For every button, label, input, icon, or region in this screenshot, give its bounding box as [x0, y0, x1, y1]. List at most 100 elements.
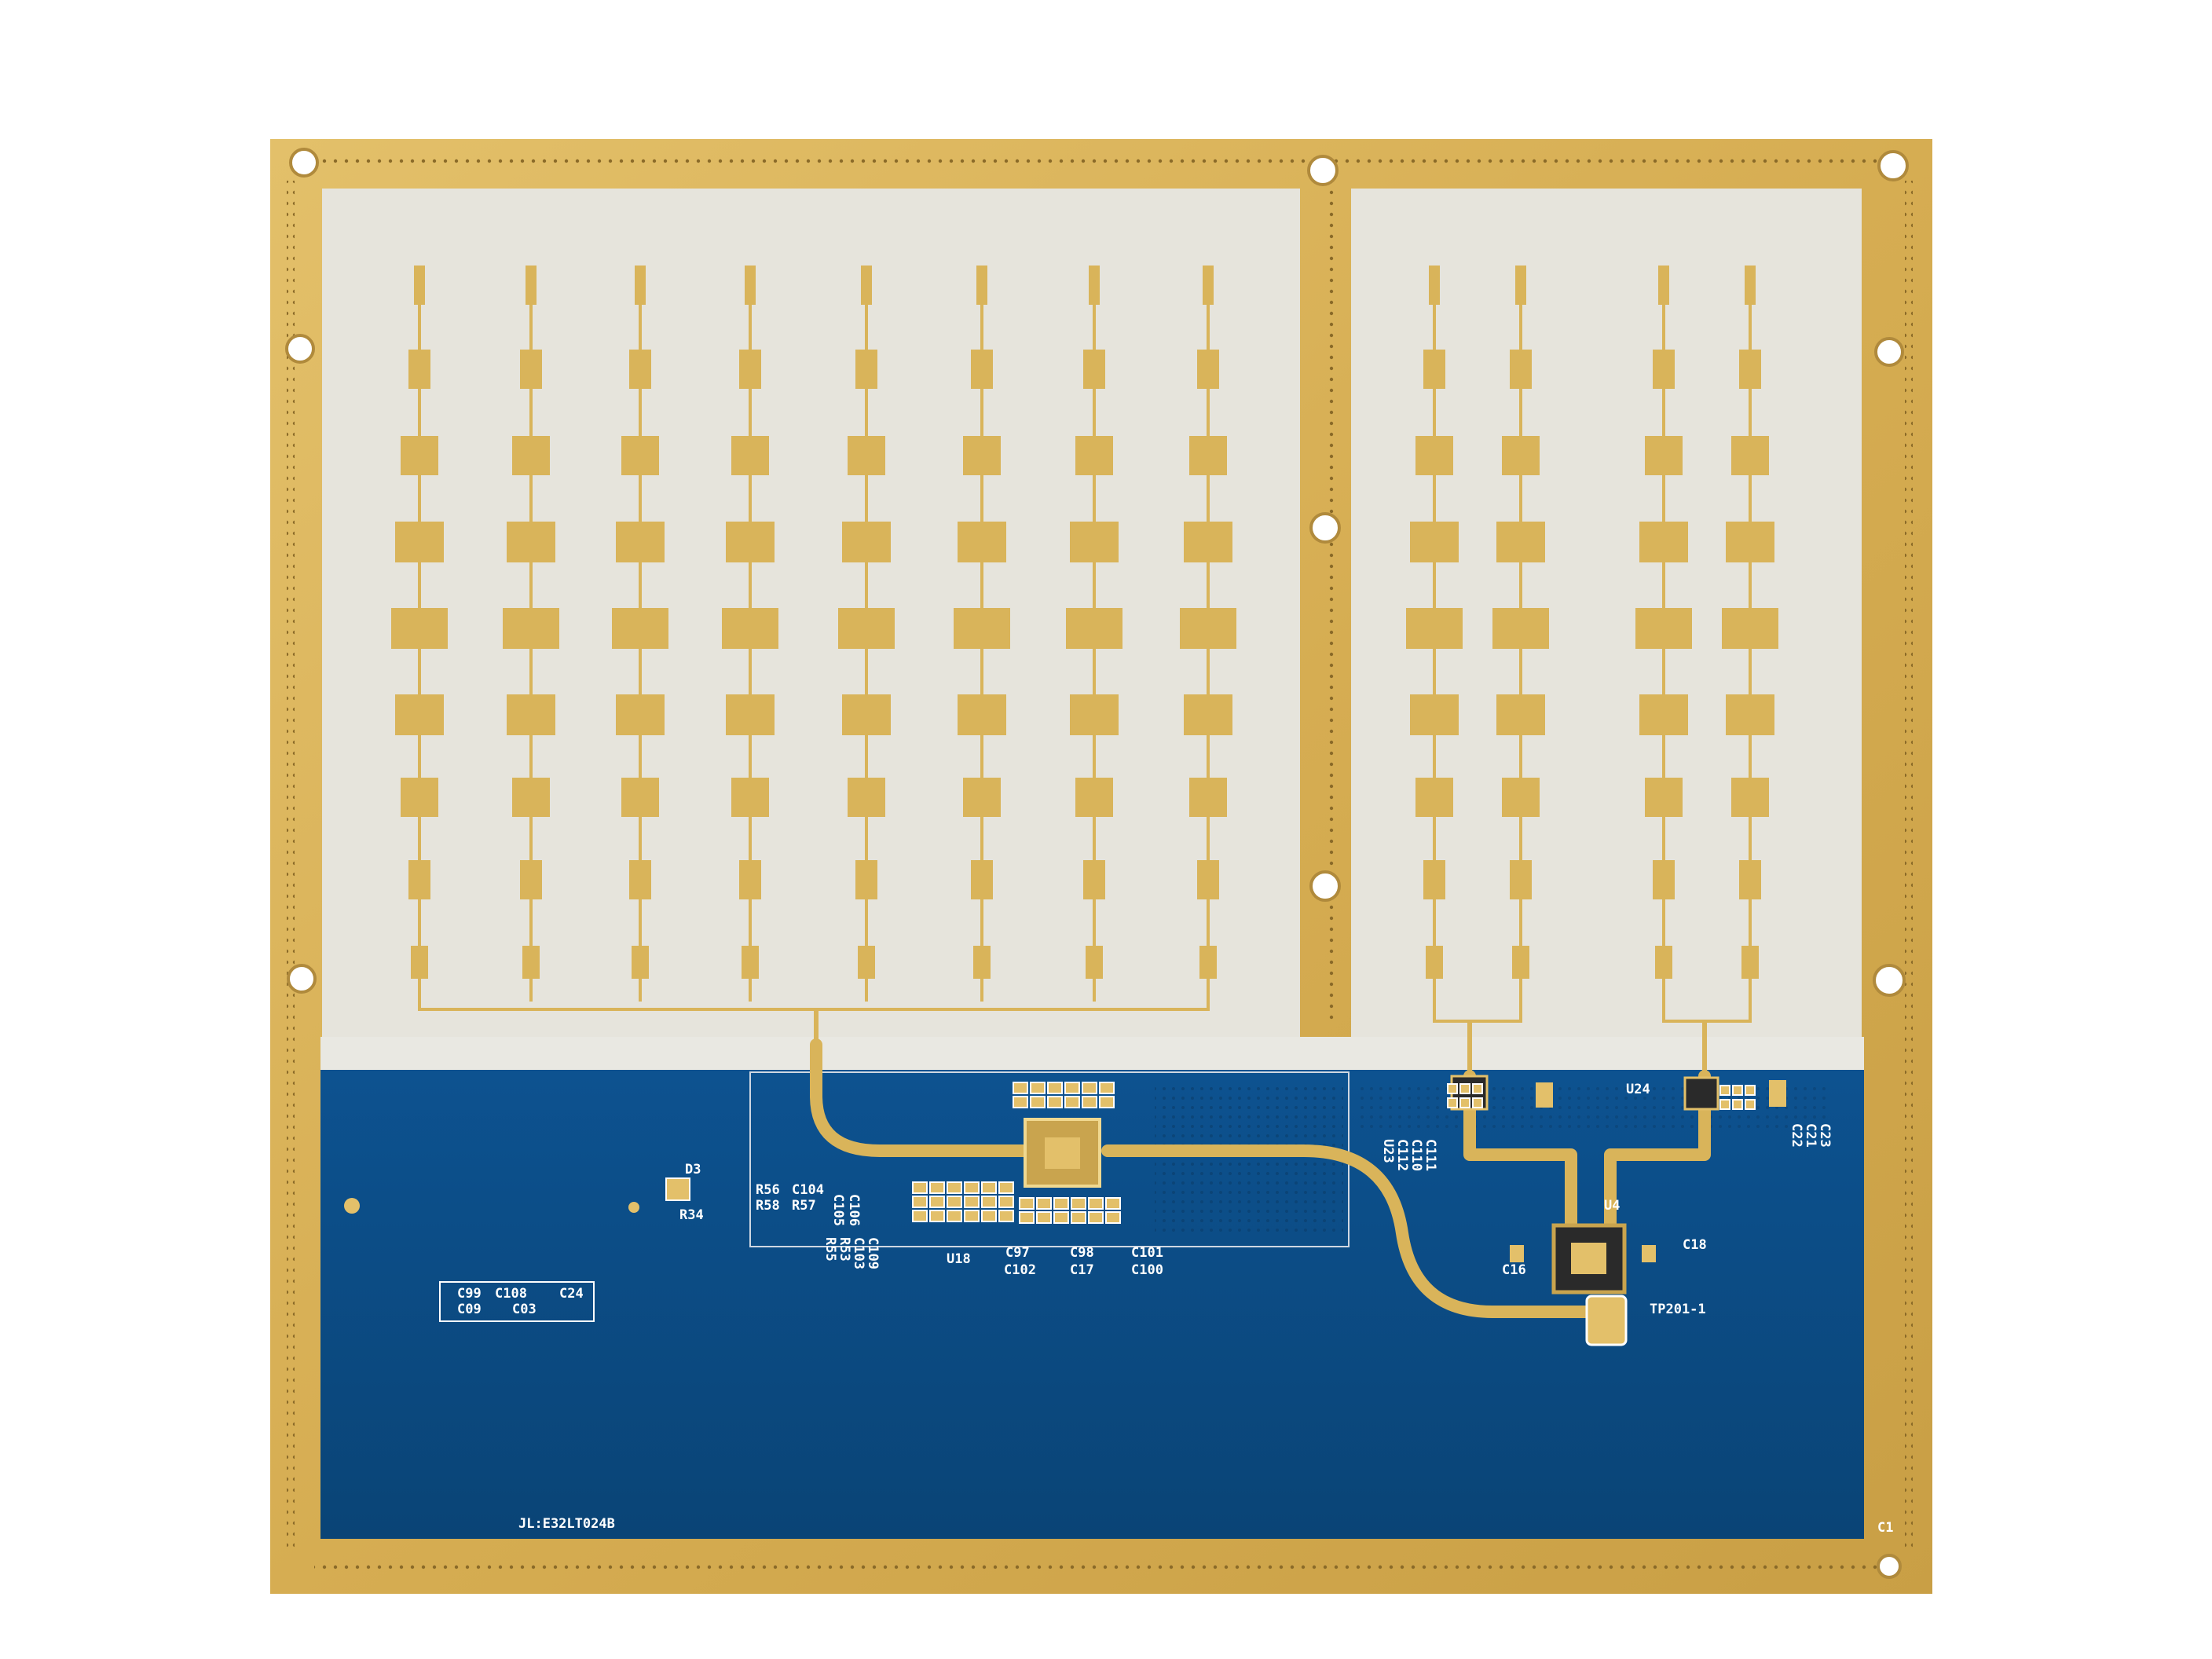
smd-pad — [1082, 1096, 1097, 1108]
smd-pad — [929, 1181, 945, 1194]
antenna-patch — [522, 946, 540, 979]
antenna-patch — [1070, 694, 1119, 735]
smd-pad — [1447, 1097, 1458, 1108]
label-c110: C110 — [1408, 1139, 1424, 1171]
smd-pad — [1472, 1097, 1483, 1108]
smd-pad — [929, 1210, 945, 1222]
smd-pad — [1064, 1096, 1080, 1108]
antenna-patch — [395, 694, 444, 735]
antenna-patch — [855, 350, 877, 389]
tx-antenna-array — [391, 266, 1236, 1045]
smd-pad — [912, 1210, 928, 1222]
components — [344, 1075, 1786, 1346]
smd-pad — [1459, 1083, 1470, 1094]
antenna-patch — [1645, 778, 1683, 817]
antenna-patch — [395, 522, 444, 562]
antenna-patch — [726, 694, 775, 735]
mounting-hole — [1877, 1554, 1902, 1579]
antenna-patch — [1426, 946, 1443, 979]
antenna-patch — [401, 436, 438, 475]
mounting-hole — [1877, 150, 1909, 181]
smd-pad — [1013, 1096, 1028, 1108]
smd-pad — [1047, 1082, 1063, 1094]
smd-pad — [947, 1196, 962, 1208]
label-c16: C16 — [1502, 1262, 1526, 1278]
smd-pad — [1036, 1197, 1052, 1210]
antenna-patch — [958, 522, 1006, 562]
label-c17: C17 — [1070, 1262, 1094, 1278]
label-c109: C109 — [865, 1237, 881, 1269]
antenna-patch — [1083, 860, 1105, 899]
antenna-patch — [391, 608, 448, 649]
antenna-patch — [1496, 694, 1545, 735]
antenna-patch — [1512, 946, 1529, 979]
antenna-patch — [1722, 608, 1778, 649]
smd-pad — [929, 1196, 945, 1208]
antenna-patch — [1653, 860, 1675, 899]
substrate-strip — [320, 1037, 1864, 1070]
smd-pad — [998, 1181, 1014, 1194]
antenna-patch — [1655, 946, 1672, 979]
antenna-patch — [1184, 522, 1232, 562]
smd-pad — [1459, 1097, 1470, 1108]
label-d3: D3 — [685, 1162, 701, 1177]
antenna-patch — [401, 778, 438, 817]
label-c101: C101 — [1131, 1245, 1163, 1261]
smd-pad — [1099, 1082, 1115, 1094]
antenna-patch — [954, 608, 1010, 649]
antenna-patch — [1423, 350, 1445, 389]
antenna-patch — [512, 778, 550, 817]
label-c112: C112 — [1394, 1139, 1410, 1171]
label-c102: C102 — [1004, 1262, 1036, 1278]
antenna-patch — [1726, 694, 1774, 735]
feed-stub — [1745, 266, 1756, 305]
antenna-patch — [963, 436, 1001, 475]
frame-vias-top — [314, 156, 1885, 163]
rf-trace — [810, 1038, 1042, 1157]
antenna-patch — [1510, 860, 1532, 899]
smd-pad — [1472, 1083, 1483, 1094]
antenna-patch — [1739, 350, 1761, 389]
feed-stub — [976, 266, 987, 305]
label-c100: C100 — [1131, 1262, 1163, 1278]
label-tp201: TP201-1 — [1650, 1302, 1706, 1317]
label-c108: C108 — [495, 1286, 527, 1302]
mounting-hole — [1874, 337, 1904, 367]
chip-u4 — [1551, 1223, 1627, 1295]
smd-pad — [964, 1196, 980, 1208]
rx-antenna-array — [1406, 266, 1778, 1076]
antenna-patch — [621, 778, 659, 817]
antenna-patch — [1086, 946, 1103, 979]
label-c98: C98 — [1070, 1245, 1094, 1261]
antenna-patch — [1731, 778, 1769, 817]
antenna-patch — [1070, 522, 1119, 562]
capacitor — [1769, 1080, 1786, 1107]
label-c21: C21 — [1803, 1123, 1818, 1148]
substrate-panel-left — [322, 189, 1300, 1037]
label-r58: R58 — [756, 1198, 780, 1214]
silkscreen-box — [439, 1281, 595, 1322]
frame-vias-left — [287, 181, 295, 1547]
mounting-hole — [1873, 964, 1906, 997]
smd-pad — [964, 1181, 980, 1194]
led-d3 — [665, 1177, 690, 1201]
antenna-patch — [1197, 860, 1219, 899]
smd-pad — [1099, 1096, 1115, 1108]
label-c99: C99 — [457, 1286, 482, 1302]
antenna-patch — [411, 946, 428, 979]
capacitor — [1510, 1245, 1524, 1262]
smd-pad — [1030, 1096, 1046, 1108]
smd-pad — [1019, 1197, 1035, 1210]
antenna-patch — [512, 436, 550, 475]
antenna-patch — [958, 694, 1006, 735]
antenna-patch — [507, 694, 555, 735]
smd-pad — [1105, 1197, 1121, 1210]
rf-trace — [1101, 1144, 1593, 1318]
label-c23: C23 — [1817, 1123, 1833, 1148]
antenna-patch — [612, 608, 668, 649]
antenna-patch — [1406, 608, 1463, 649]
divider-vias — [1329, 189, 1337, 1021]
antenna-patch — [1639, 522, 1688, 562]
label-r34: R34 — [679, 1207, 704, 1223]
smd-pad — [998, 1196, 1014, 1208]
